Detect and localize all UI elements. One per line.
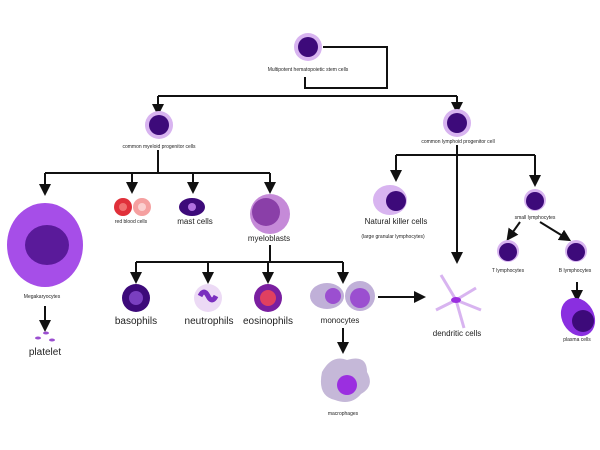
- label-plasma: plasma cells: [563, 337, 591, 343]
- label-stem: Multipotent hematopoietic stem cells: [268, 67, 349, 73]
- red-blood-cells: [114, 198, 151, 216]
- myeloid-progenitor-cell: [145, 111, 173, 139]
- label-b-lymphocytes: B lymphocytes: [559, 268, 592, 274]
- label-basophils: basophils: [115, 316, 157, 327]
- label-rbc: red blood cells: [115, 219, 148, 225]
- macrophage-cell: [320, 358, 370, 402]
- mast-cell: [179, 198, 205, 216]
- monocyte-cells: [310, 281, 375, 311]
- label-myeloblasts: myeloblasts: [248, 234, 290, 243]
- label-nk: Natural killer cells: [365, 217, 428, 226]
- label-monocytes: monocytes: [321, 316, 360, 325]
- stem-cell: [294, 33, 322, 61]
- label-megakaryocytes: Megakaryocytes: [24, 294, 61, 300]
- basophil-cell: [122, 284, 150, 312]
- label-platelet: platelet: [29, 347, 61, 358]
- nk-cell: [373, 185, 407, 215]
- label-mast: mast cells: [177, 217, 213, 226]
- label-macrophages: macrophages: [328, 411, 359, 417]
- label-eosinophils: eosinophils: [243, 316, 293, 327]
- neutrophil-cell: [194, 284, 222, 312]
- lymphoid-progenitor-cell: [443, 109, 471, 137]
- label-lymphoid: common lymphoid progenitor cell: [421, 139, 494, 145]
- b-lymphocyte-cell: [565, 240, 587, 262]
- plasma-cell: [560, 297, 596, 337]
- label-nk-sub: (large granular lymphocytes): [361, 234, 425, 240]
- myeloblast-cell: [250, 194, 290, 234]
- label-myeloid: common myeloid progenitor cells: [122, 144, 196, 150]
- label-small-lymphocytes: small lymphocytes: [515, 215, 556, 221]
- platelet-cells: [35, 331, 55, 342]
- eosinophil-cell: [254, 284, 282, 312]
- connectors: [39, 46, 583, 354]
- t-lymphocyte-cell: [497, 240, 519, 262]
- dendritic-cell: [435, 274, 482, 329]
- label-neutrophils: neutrophils: [185, 316, 234, 327]
- label-dendritic: dendritic cells: [433, 329, 481, 338]
- small-lymphocyte-cell: [524, 189, 546, 211]
- label-t-lymphocytes: T lymphocytes: [492, 268, 525, 274]
- megakaryocyte-cell: [7, 203, 83, 287]
